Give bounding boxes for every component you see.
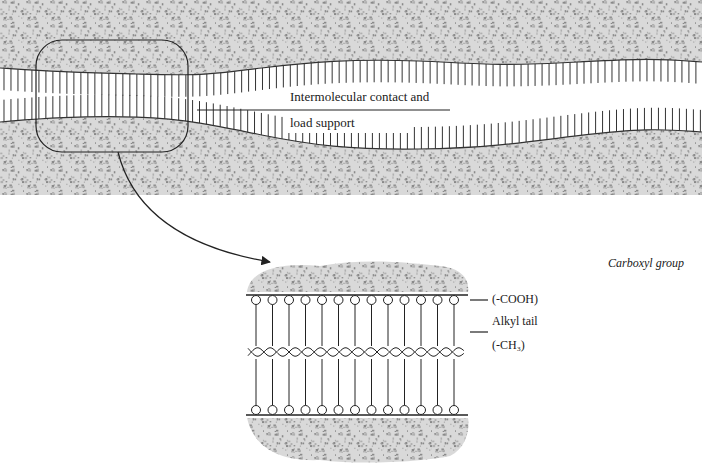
chemical-label: (-CH₃) <box>492 338 525 352</box>
lower-surface-zoom <box>247 418 468 463</box>
chemical-label: (-COOH) <box>492 292 538 306</box>
fatty-acid-layers <box>248 296 464 415</box>
contact-circle <box>36 40 188 152</box>
part-label: Alkyl tail <box>492 314 538 328</box>
zoom-arrow <box>118 152 270 262</box>
upper-surface <box>0 0 702 75</box>
surface-edge <box>0 59 702 75</box>
adsorbed-molecules <box>4 59 700 149</box>
label-tick <box>470 331 488 332</box>
group-label: Carboxyl group <box>608 256 684 270</box>
leader-line <box>197 109 450 110</box>
label-tick <box>470 299 488 300</box>
contact-label: Intermolecular contact and load support <box>290 84 440 136</box>
upper-surface-zoom <box>247 261 468 292</box>
rough-surfaces <box>0 0 702 195</box>
